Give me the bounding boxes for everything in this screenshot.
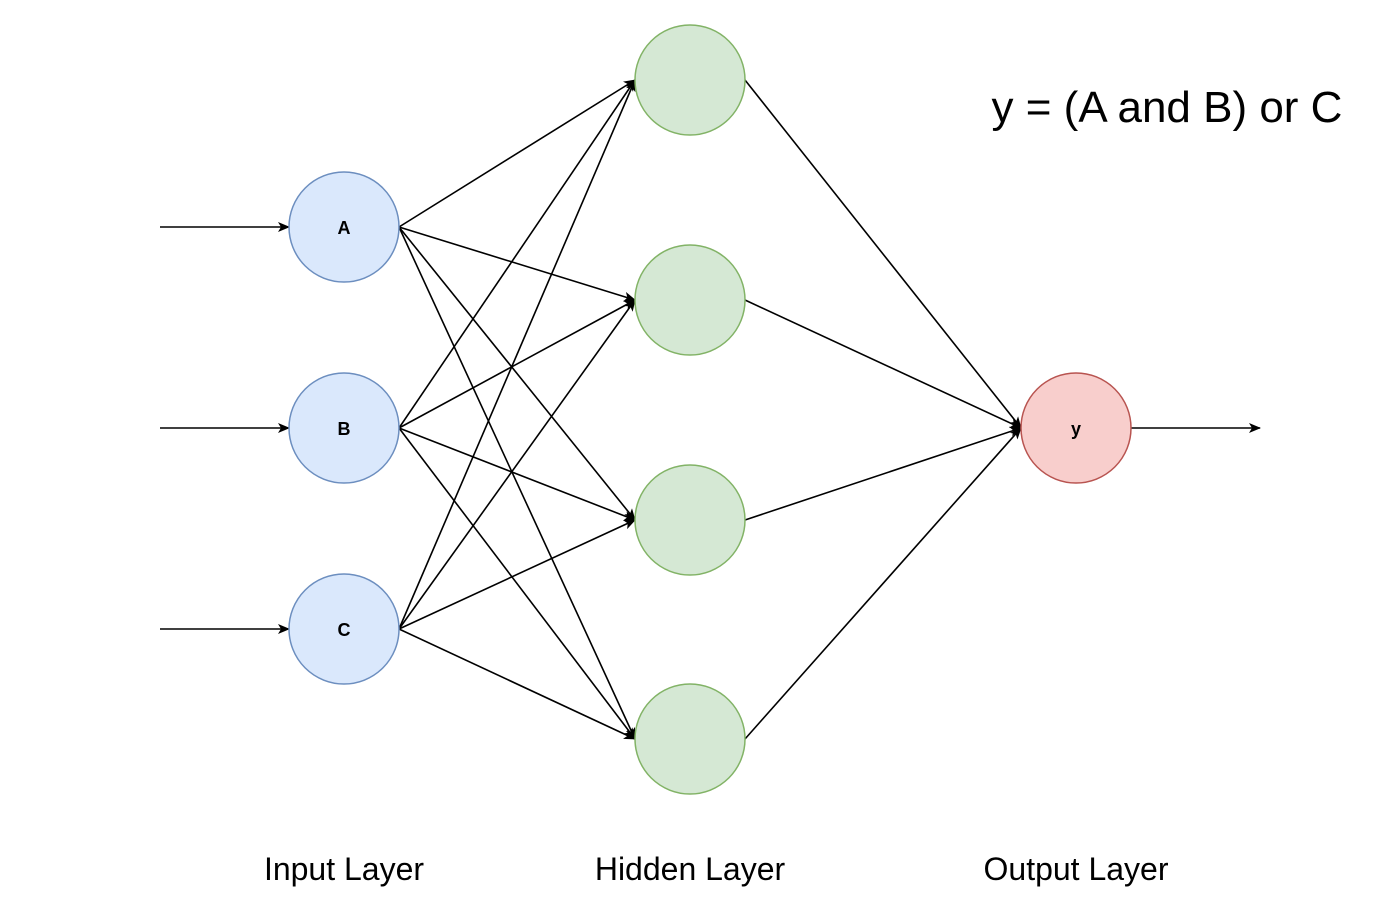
output-node-y: y (1020, 372, 1132, 484)
hidden-layer-label: Hidden Layer (595, 851, 786, 887)
connections (160, 79, 1261, 740)
edge-hidden-2-output (744, 299, 1022, 429)
input-node-b: B (288, 372, 400, 484)
nodes: A B Cy (288, 24, 1132, 795)
hidden-node-2-circle (634, 244, 746, 356)
edge-input-1-hidden-4 (398, 226, 636, 740)
hidden-node-1 (634, 24, 746, 136)
hidden-node-2 (634, 244, 746, 356)
input-node-b-circle (288, 372, 400, 484)
edge-input-2-hidden-2 (398, 299, 636, 429)
edge-hidden-4-output (744, 427, 1022, 740)
hidden-node-4 (634, 683, 746, 795)
edge-hidden-1-output (744, 79, 1022, 429)
hidden-node-1-circle (634, 24, 746, 136)
edge-input-2-hidden-1 (398, 79, 636, 429)
input-node-c: C (288, 573, 400, 685)
edge-input-3-hidden-1 (398, 79, 636, 630)
edge-input-1-hidden-3 (398, 226, 636, 521)
input-node-a: A (288, 171, 400, 283)
edge-input-2-hidden-3 (398, 427, 636, 521)
input-node-c-label: C (338, 620, 351, 640)
hidden-node-3-circle (634, 464, 746, 576)
input-node-c-circle (288, 573, 400, 685)
output-node-y-circle (1020, 372, 1132, 484)
output-layer-label: Output Layer (984, 851, 1169, 887)
input-layer-label: Input Layer (264, 851, 424, 887)
edge-input-1-hidden-1 (398, 79, 636, 228)
edge-input-3-hidden-4 (398, 628, 636, 740)
edge-input-3-hidden-2 (398, 299, 636, 630)
edge-input-2-hidden-4 (398, 427, 636, 740)
hidden-node-4-circle (634, 683, 746, 795)
input-node-a-label: A (338, 218, 351, 238)
hidden-node-3 (634, 464, 746, 576)
input-node-a-circle (288, 171, 400, 283)
input-node-b-label: B (338, 419, 351, 439)
formula-text: y = (A and B) or C (992, 83, 1343, 132)
edge-input-3-hidden-3 (398, 519, 636, 630)
edge-hidden-3-output (744, 426, 1022, 521)
output-node-y-label: y (1071, 419, 1081, 439)
edge-input-1-hidden-2 (398, 226, 636, 302)
